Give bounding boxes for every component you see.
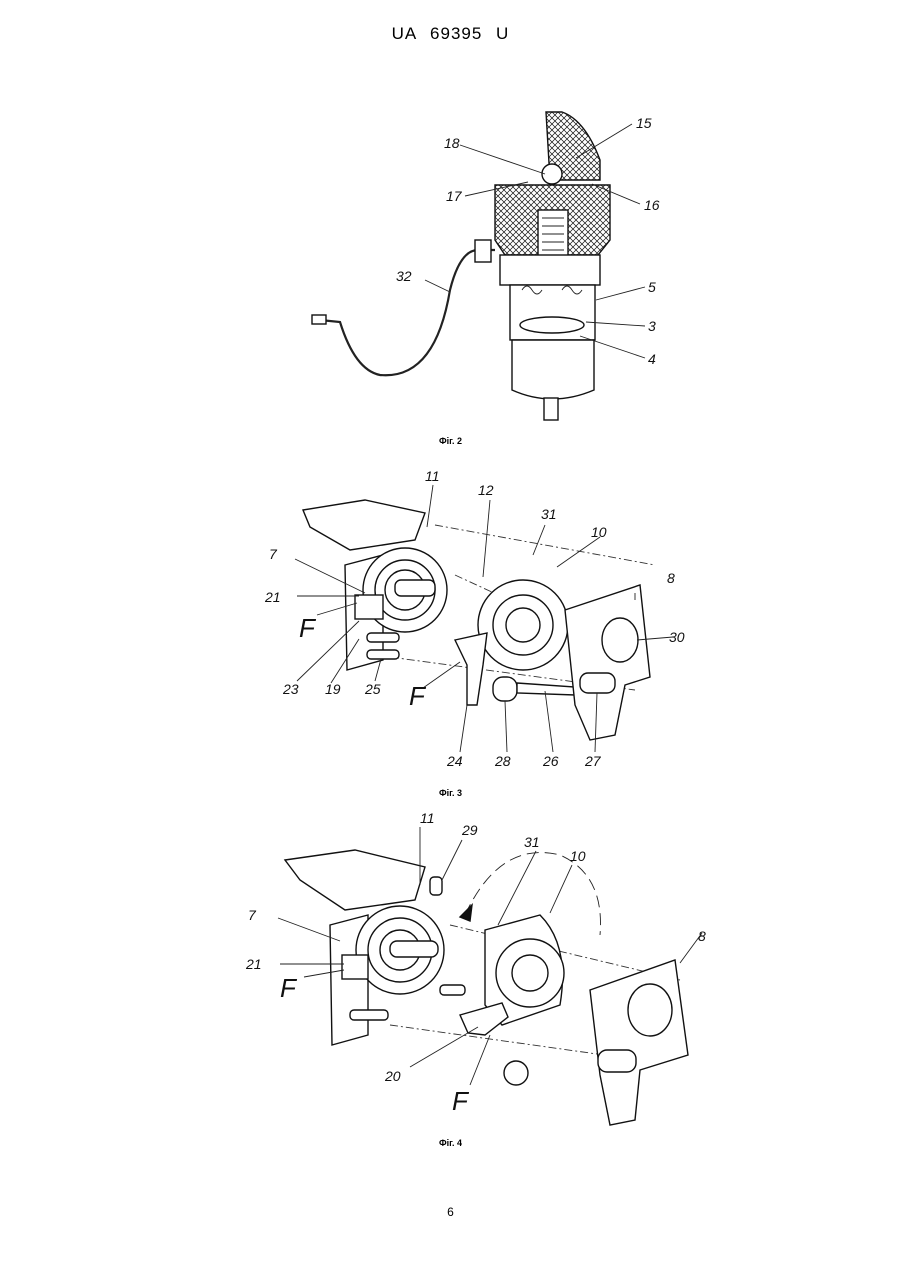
label-17: 17 xyxy=(446,188,463,204)
page-number: 6 xyxy=(0,1205,901,1219)
lever-20 xyxy=(460,1003,508,1035)
cable-connector xyxy=(312,315,326,324)
figure-4-drawing: 11 29 31 10 7 21 F 8 20 F xyxy=(240,805,720,1125)
label-19: 19 xyxy=(325,681,341,697)
roller xyxy=(504,1061,528,1085)
bracket-27 xyxy=(580,673,615,693)
bottom-shaft xyxy=(544,398,558,420)
label-18: 18 xyxy=(444,135,460,151)
left-cradle xyxy=(285,850,425,910)
lever-24 xyxy=(455,633,487,705)
document-number: UA 69395 U xyxy=(0,24,901,44)
label-23: 23 xyxy=(282,681,299,697)
label-10: 10 xyxy=(591,524,607,540)
label-21: 21 xyxy=(245,956,262,972)
roller-28 xyxy=(493,677,517,701)
lower-cup xyxy=(512,340,594,399)
label-26: 26 xyxy=(542,753,559,769)
figure-2-caption: Фіг. 2 xyxy=(0,436,901,446)
label-F-left: F xyxy=(299,613,317,643)
plate-8 xyxy=(590,960,688,1125)
switch-21 xyxy=(355,595,383,619)
label-15: 15 xyxy=(636,115,652,131)
pin-29 xyxy=(430,877,442,895)
label-7: 7 xyxy=(248,907,257,923)
cable-gland xyxy=(475,240,491,262)
label-11: 11 xyxy=(425,468,440,484)
label-21: 21 xyxy=(264,589,281,605)
label-12: 12 xyxy=(478,482,494,498)
label-20: 20 xyxy=(384,1068,401,1084)
figure-3-caption: Фіг. 3 xyxy=(0,788,901,798)
figure-2-drawing: 15 18 17 16 32 5 3 4 xyxy=(300,100,680,430)
bore xyxy=(628,984,672,1036)
label-8: 8 xyxy=(698,928,706,944)
middle-housing xyxy=(500,255,600,285)
label-3: 3 xyxy=(648,318,656,334)
label-32: 32 xyxy=(396,268,412,284)
label-27: 27 xyxy=(584,753,602,769)
label-31: 31 xyxy=(541,506,557,522)
bore-30 xyxy=(602,618,638,662)
bracket xyxy=(598,1050,636,1072)
label-F-bottom: F xyxy=(452,1086,470,1116)
label-F-left: F xyxy=(280,973,298,1003)
label-10: 10 xyxy=(570,848,586,864)
label-4: 4 xyxy=(648,351,656,367)
plate-8 xyxy=(565,585,650,740)
label-F-right: F xyxy=(409,681,427,711)
label-16: 16 xyxy=(644,197,660,213)
label-11: 11 xyxy=(420,810,435,826)
switch-21 xyxy=(342,955,368,979)
label-7: 7 xyxy=(269,546,278,562)
figure-3-drawing: 11 12 31 10 7 21 F 8 30 23 19 25 F 24 28… xyxy=(255,455,695,775)
label-29: 29 xyxy=(461,822,478,838)
label-28: 28 xyxy=(494,753,511,769)
label-30: 30 xyxy=(669,629,685,645)
left-cradle xyxy=(303,500,425,550)
spring-3 xyxy=(520,317,584,333)
figure-4-caption: Фіг. 4 xyxy=(0,1138,901,1148)
label-31: 31 xyxy=(524,834,540,850)
label-24: 24 xyxy=(446,753,463,769)
label-5: 5 xyxy=(648,279,656,295)
label-8: 8 xyxy=(667,570,675,586)
label-25: 25 xyxy=(364,681,381,697)
shaft-26 xyxy=(517,683,575,695)
